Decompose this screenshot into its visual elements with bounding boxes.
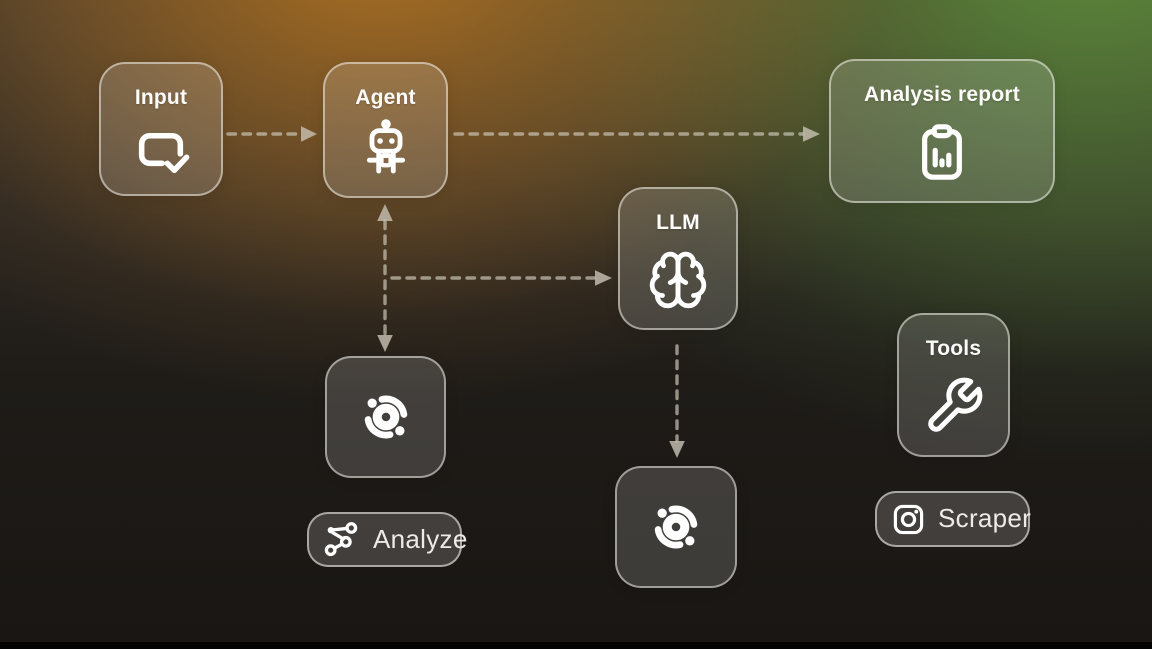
edge-agent-to-llm [390,270,612,286]
node-input-label: Input [134,86,188,109]
graph-nodes-icon [322,520,362,560]
node-monitor-2[interactable] [615,466,737,588]
orbit-eye-icon [645,496,707,558]
node-analysis-report[interactable]: Analysis report [829,59,1055,203]
node-tools[interactable]: Tools [897,313,1010,457]
pill-analyze[interactable]: Analyze [307,512,467,567]
edge-agent-to-monitor-1 [377,204,393,352]
node-agent[interactable]: Agent [323,62,448,198]
node-input[interactable]: Input [99,62,223,196]
instagram-icon [890,501,927,538]
node-llm-label: LLM [656,211,700,234]
wrench-icon [923,357,985,455]
pill-analyze-label: Analyze [373,523,468,554]
pill-scraper[interactable]: Scraper [875,491,1032,547]
node-tools-label: Tools [925,337,982,360]
edge-input-to-agent [226,126,317,142]
node-analysis-report-label: Analysis report [864,83,1020,106]
orbit-eye-icon [355,386,417,448]
message-check-icon [130,106,192,194]
edge-agent-to-analysis-report [453,126,820,142]
robot-icon [353,106,419,196]
bottom-letterbox-bar [0,642,1152,649]
edge-llm-to-monitor-2 [669,344,685,458]
node-llm[interactable]: LLM [618,187,738,330]
clipboard-chart-icon [910,103,974,201]
brain-icon [647,231,709,328]
node-monitor-1[interactable] [325,356,446,478]
node-agent-label: Agent [355,86,416,109]
pill-scraper-label: Scraper [938,503,1032,533]
